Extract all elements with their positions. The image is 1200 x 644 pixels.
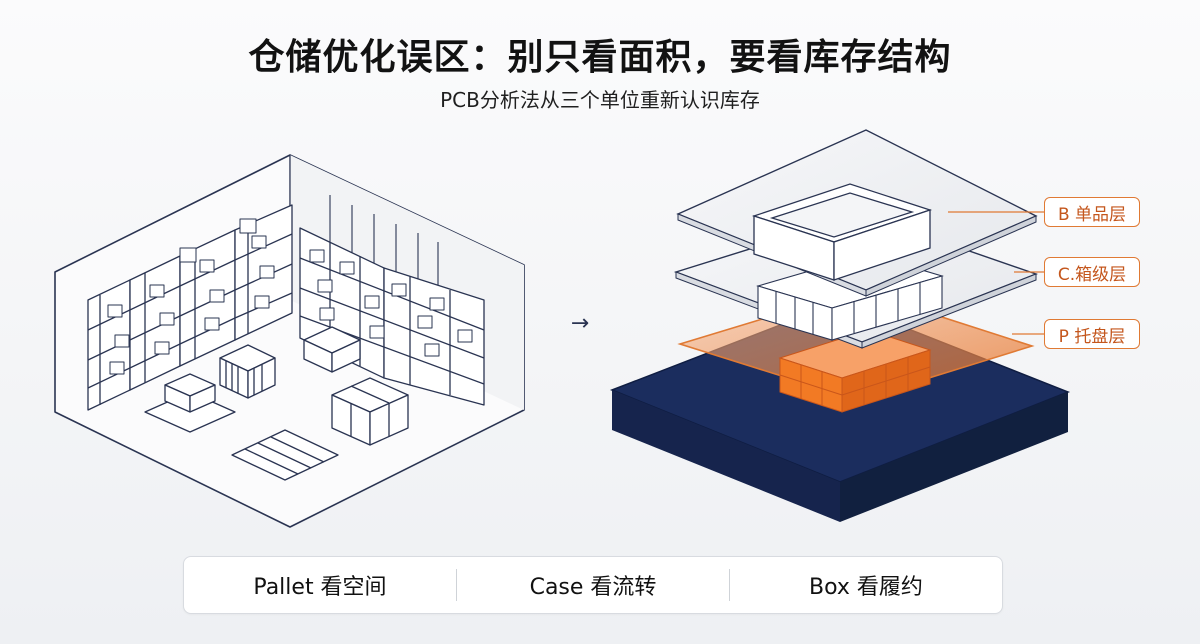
summary-case: Case 看流转 — [529, 575, 657, 600]
label-b-single-item-layer: B 单品层 — [1044, 197, 1140, 227]
single-item-box — [751, 183, 933, 281]
summary-pallet: Pallet 看空间 — [253, 575, 387, 600]
page-subtitle: PCB分析法从三个单位重新认识库存 — [440, 88, 760, 112]
label-connectors — [948, 211, 1044, 335]
page-title: 仓储优化误区：别只看面积，要看库存结构 — [248, 37, 952, 78]
flow-arrow: → — [571, 311, 589, 336]
label-p-pallet-layer: P 托盘层 — [1044, 319, 1140, 349]
summary-divider — [456, 569, 457, 601]
orange-box-cluster — [778, 329, 932, 413]
summary-box: Box 看履约 — [809, 575, 923, 600]
summary-divider — [729, 569, 730, 601]
label-c-case-layer: C.箱级层 — [1044, 257, 1140, 287]
shelf-rack-left — [87, 204, 293, 411]
floor-pallets — [144, 326, 409, 481]
pcb-layer-diagram — [609, 129, 1071, 522]
warehouse-illustration — [54, 154, 525, 528]
pcb-summary-bar: Pallet 看空间 Case 看流转 Box 看履约 — [183, 556, 1003, 614]
